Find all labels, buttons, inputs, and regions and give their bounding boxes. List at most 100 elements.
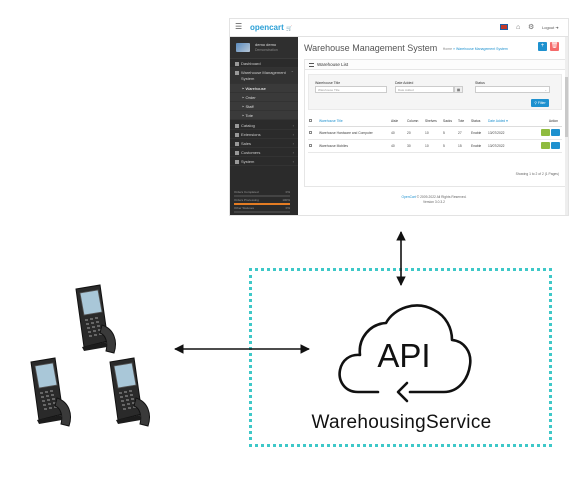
- col-date-added[interactable]: Date Added ▾: [487, 116, 515, 127]
- table-row: Warehouse Hardware and Computer 40 20 10…: [308, 126, 562, 140]
- profile-role: Demonstration: [255, 48, 278, 52]
- col-column: Column: [406, 116, 424, 127]
- user-profile[interactable]: demo demo Demonstration: [230, 37, 298, 59]
- cell-title: Warehouse Hardware and Computer: [318, 126, 390, 140]
- col-tote: Tote: [457, 116, 470, 127]
- barcode-scanner-icon: [30, 357, 71, 427]
- panel-heading: Warehouse List: [305, 60, 565, 70]
- table-header-row: Warehouse Title Aisle Column Shelves Sac…: [308, 116, 562, 127]
- sidebar-item-warehouse[interactable]: ‣ Warehouse: [230, 84, 298, 93]
- view-button[interactable]: [541, 128, 550, 136]
- cell-column: 20: [406, 126, 424, 140]
- row-checkbox[interactable]: [308, 139, 318, 153]
- col-status: Status: [470, 116, 487, 127]
- warehouse-title-input[interactable]: Warehouse Title: [315, 86, 387, 93]
- cart-icon: [235, 141, 239, 146]
- cell-date: 13/07/2022: [487, 139, 515, 153]
- chevron-right-icon: ›: [292, 159, 294, 164]
- barcode-scanner-icon: [109, 357, 150, 427]
- puzzle-icon: [235, 132, 239, 137]
- status-select[interactable]: ⌄: [475, 86, 550, 93]
- chevron-right-icon: ›: [292, 132, 294, 137]
- pagination-text: Showing 1 to 2 of 2 (1 Pages): [515, 172, 559, 176]
- col-shelves: Shelves: [424, 116, 442, 127]
- edit-button[interactable]: [551, 128, 560, 136]
- sidebar-item-order[interactable]: ‣ Order: [230, 93, 298, 102]
- col-warehouse-title[interactable]: Warehouse Title: [318, 116, 390, 127]
- logout-link[interactable]: Logout ➜: [542, 25, 559, 30]
- menu-icon[interactable]: ☰: [235, 22, 243, 31]
- chevron-down-icon: ⌄: [290, 68, 294, 73]
- col-aisle: Aisle: [390, 116, 406, 127]
- cell-date: 13/07/2022: [487, 126, 515, 140]
- cell-shelves: 10: [424, 139, 442, 153]
- api-cloud-icon: [338, 304, 472, 403]
- cell-status: Enable: [470, 139, 487, 153]
- home-icon[interactable]: ⌂: [516, 24, 521, 31]
- view-button[interactable]: [541, 141, 550, 149]
- delete-button[interactable]: 🗑: [550, 42, 559, 51]
- folder-icon: [235, 70, 239, 75]
- sidebar-item-dashboard[interactable]: Dashboard: [230, 59, 298, 68]
- admin-screenshot: ☰ opencart 🛒 ⌂ ⚙ Logout ➜ demo demo Demo…: [229, 18, 569, 216]
- table-row: Warehouse Mobiles 40 30 10 5 15 Enable 1…: [308, 139, 562, 153]
- cell-sacks: 5: [442, 139, 457, 153]
- sidebar-item-staff[interactable]: ‣ Staff: [230, 102, 298, 111]
- service-label: WarehousingService: [311, 412, 492, 433]
- page-title: Warehouse Management System Home » Wareh…: [304, 43, 508, 53]
- footer-version: Version 3.0.3.2: [423, 200, 445, 204]
- notification-flag-icon[interactable]: [500, 24, 508, 30]
- opencart-logo[interactable]: opencart 🛒: [250, 23, 293, 32]
- profile-name: demo demo: [255, 42, 277, 47]
- help-icon[interactable]: ⚙: [528, 24, 535, 31]
- sidebar-item-sales[interactable]: Sales›: [230, 139, 298, 148]
- cell-aisle: 40: [390, 139, 406, 153]
- sidebar-item-catalog[interactable]: Catalog›: [230, 121, 298, 130]
- avatar: [236, 43, 250, 52]
- cell-sacks: 5: [442, 126, 457, 140]
- date-added-input[interactable]: Date Added: [395, 86, 454, 93]
- breadcrumb-current[interactable]: Warehouse Management System: [456, 46, 508, 51]
- breadcrumb-home[interactable]: Home: [442, 46, 453, 51]
- admin-sidebar: demo demo Demonstration Dashboard Wareho…: [230, 37, 298, 215]
- sidebar-item-system[interactable]: System›: [230, 157, 298, 166]
- sidebar-item-wms[interactable]: Warehouse Management System⌄: [230, 68, 298, 84]
- filter-form: Warehouse Title Warehouse Title Date Add…: [308, 74, 562, 110]
- cell-title: Warehouse Mobiles: [318, 139, 390, 153]
- select-all-checkbox[interactable]: [308, 116, 318, 127]
- cell-tote: 15: [457, 139, 470, 153]
- dashboard-icon: [235, 61, 239, 66]
- chevron-right-icon: ›: [292, 123, 294, 128]
- user-icon: [235, 150, 239, 155]
- col-action: Action: [515, 116, 562, 127]
- sidebar-item-tote[interactable]: ‣ Tote: [230, 111, 298, 120]
- chevron-right-icon: ›: [292, 141, 294, 146]
- edit-button[interactable]: [551, 141, 560, 149]
- api-text: API: [377, 337, 430, 374]
- cell-aisle: 40: [390, 126, 406, 140]
- gear-icon: [235, 159, 239, 164]
- filter-button[interactable]: ⚲ Filter: [531, 99, 549, 107]
- tag-icon: [235, 123, 239, 128]
- scrollbar[interactable]: [565, 37, 568, 215]
- sidebar-item-customers[interactable]: Customers›: [230, 148, 298, 157]
- footer-link[interactable]: OpenCart: [401, 195, 416, 199]
- warehouse-table: Warehouse Title Aisle Column Shelves Sac…: [308, 116, 562, 153]
- chevron-right-icon: ›: [292, 150, 294, 155]
- cell-status: Enable: [470, 126, 487, 140]
- admin-content: Warehouse Management System Home » Wareh…: [298, 37, 568, 215]
- sidebar-item-extensions[interactable]: Extensions›: [230, 130, 298, 139]
- warehouse-list-panel: Warehouse List Warehouse Title Warehouse…: [304, 59, 566, 187]
- add-button[interactable]: +: [538, 42, 547, 51]
- filter-date-label: Date Added: [395, 81, 414, 85]
- cell-shelves: 10: [424, 126, 442, 140]
- calendar-icon[interactable]: ▦: [454, 86, 463, 93]
- barcode-scanner-icon: [75, 284, 116, 354]
- row-checkbox[interactable]: [308, 126, 318, 140]
- filter-status-label: Status: [475, 81, 485, 85]
- col-sacks: Sacks: [442, 116, 457, 127]
